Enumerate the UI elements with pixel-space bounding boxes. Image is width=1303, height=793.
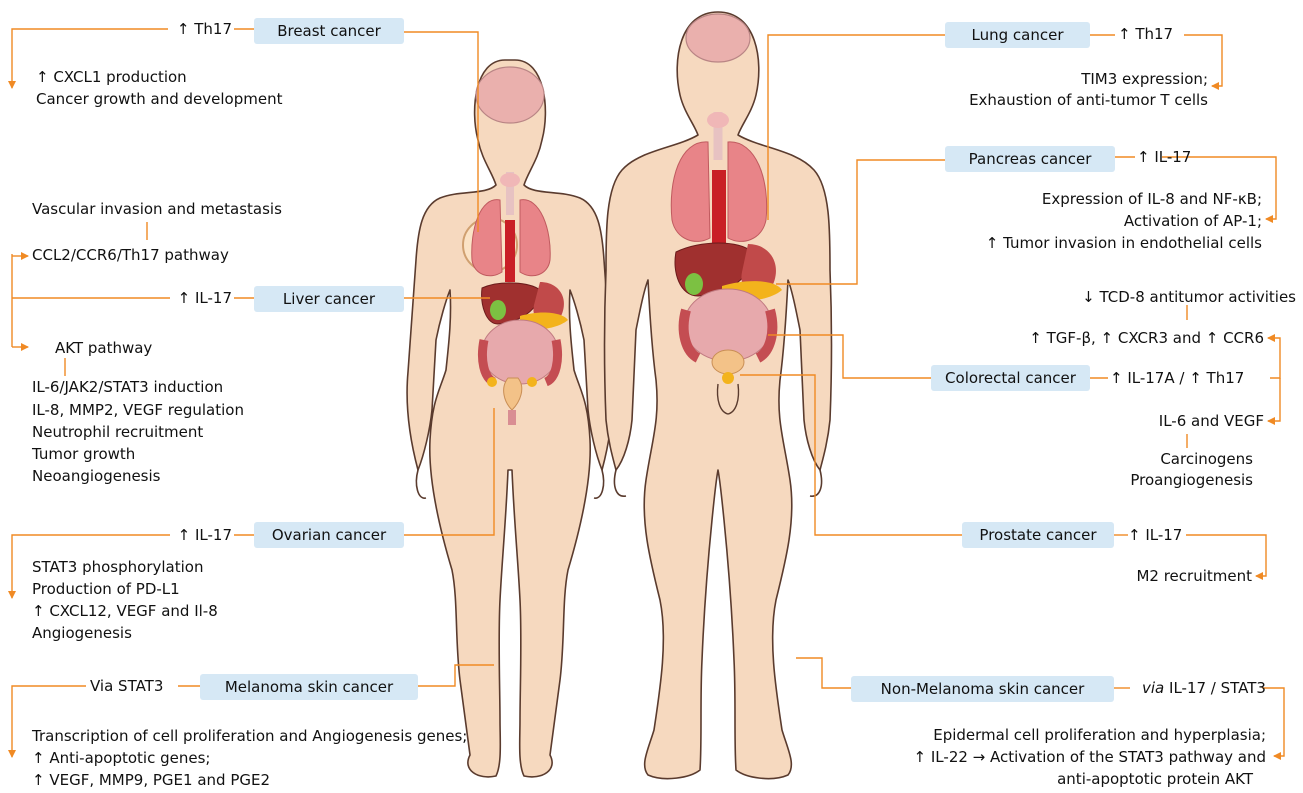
nonmelanoma-effect-italic: via	[1142, 679, 1164, 697]
liver-pathway-1: CCL2/CCR6/Th17 pathway	[32, 246, 229, 265]
pancreas-cancer-label: Pancreas cancer	[945, 146, 1115, 172]
male-gallbladder	[685, 273, 703, 295]
colorectal-upper: ↑ TGF-β, ↑ CXCR3 and ↑ CCR6	[900, 329, 1264, 348]
ovary-right	[527, 377, 537, 387]
nonmelanoma-outcome-1: Epidermal cell proliferation and hyperpl…	[800, 726, 1266, 745]
ovarian-outcome-2: Production of PD-L1	[32, 580, 180, 599]
breast-outcome-1: ↑ CXCL1 production	[36, 68, 187, 87]
nonmelanoma-effect: via IL-17 / STAT3	[1142, 679, 1266, 698]
nonmelanoma-outcome-3: anti-apoptotic protein AKT	[800, 770, 1253, 789]
colorectal-bottom-2: Proangiogenesis	[900, 471, 1253, 490]
colorectal-top: ↓ TCD-8 antitumor activities	[900, 288, 1296, 307]
female-brain	[476, 67, 544, 123]
colorectal-effect: ↑ IL-17A / ↑ Th17	[1110, 369, 1244, 388]
ovarian-outcome-3: ↑ CXCL12, VEGF and Il-8	[32, 602, 218, 621]
male-brain	[686, 14, 750, 62]
colorectal-bottom-1: Carcinogens	[900, 450, 1253, 469]
breast-outcome-2: Cancer growth and development	[36, 90, 282, 109]
pancreas-outcome-2: Activation of AP-1;	[900, 212, 1262, 231]
pancreas-outcome-1: Expression of IL-8 and NF-κB;	[900, 190, 1262, 209]
ovarian-outcome-4: Angiogenesis	[32, 624, 132, 643]
lung-outcome-1: TIM3 expression;	[900, 70, 1208, 89]
breast-effect: ↑ Th17	[150, 20, 232, 39]
male-heart	[712, 170, 726, 250]
liver-outcome-2: IL-8, MMP2, VEGF regulation	[32, 401, 244, 420]
melanoma-outcome-3: ↑ VEGF, MMP9, PGE1 and PGE2	[32, 771, 270, 790]
pancreas-effect: ↑ IL-17	[1137, 148, 1191, 167]
liver-outcome-5: Neoangiogenesis	[32, 467, 160, 486]
colorectal-cancer-label: Colorectal cancer	[931, 365, 1090, 391]
liver-outcome-4: Tumor growth	[32, 445, 135, 464]
liver-pathway-2: AKT pathway	[55, 339, 152, 358]
prostate-cancer-label: Prostate cancer	[962, 522, 1114, 548]
breast-cancer-label: Breast cancer	[254, 18, 404, 44]
melanoma-outcome-1: Transcription of cell proliferation and …	[32, 727, 467, 746]
female-intestines	[482, 320, 558, 384]
lung-cancer-label: Lung cancer	[945, 22, 1090, 48]
nonmelanoma-effect-rest: IL-17 / STAT3	[1164, 679, 1266, 697]
melanoma-cancer-label: Melanoma skin cancer	[200, 674, 418, 700]
melanoma-effect: Via STAT3	[90, 677, 163, 696]
male-bladder	[712, 350, 744, 374]
nonmelanoma-cancer-label: Non-Melanoma skin cancer	[851, 676, 1114, 702]
colorectal-lower: IL-6 and VEGF	[900, 412, 1264, 431]
ovarian-outcome-1: STAT3 phosphorylation	[32, 558, 203, 577]
liver-cancer-label: Liver cancer	[254, 286, 404, 312]
liver-outcome-1: IL-6/JAK2/STAT3 induction	[32, 378, 223, 397]
melanoma-outcome-2: ↑ Anti-apoptotic genes;	[32, 749, 210, 768]
lung-outcome-2: Exhaustion of anti-tumor T cells	[900, 91, 1208, 110]
male-prostate	[722, 372, 734, 384]
prostate-outcome: M2 recruitment	[900, 567, 1252, 586]
female-gallbladder	[490, 300, 506, 320]
pancreas-outcome-3: ↑ Tumor invasion in endothelial cells	[900, 234, 1262, 253]
lung-effect: ↑ Th17	[1118, 25, 1173, 44]
liver-top-effect: Vascular invasion and metastasis	[32, 200, 282, 219]
liver-outcome-3: Neutrophil recruitment	[32, 423, 203, 442]
ovary-left	[487, 377, 497, 387]
nonmelanoma-outcome-2: ↑ IL-22 → Activation of the STAT3 pathwa…	[800, 748, 1266, 767]
female-heart	[505, 220, 515, 282]
ovarian-effect: ↑ IL-17	[150, 526, 232, 545]
liver-effect: ↑ IL-17	[150, 289, 232, 308]
prostate-effect: ↑ IL-17	[1128, 526, 1182, 545]
ovarian-cancer-label: Ovarian cancer	[254, 522, 404, 548]
